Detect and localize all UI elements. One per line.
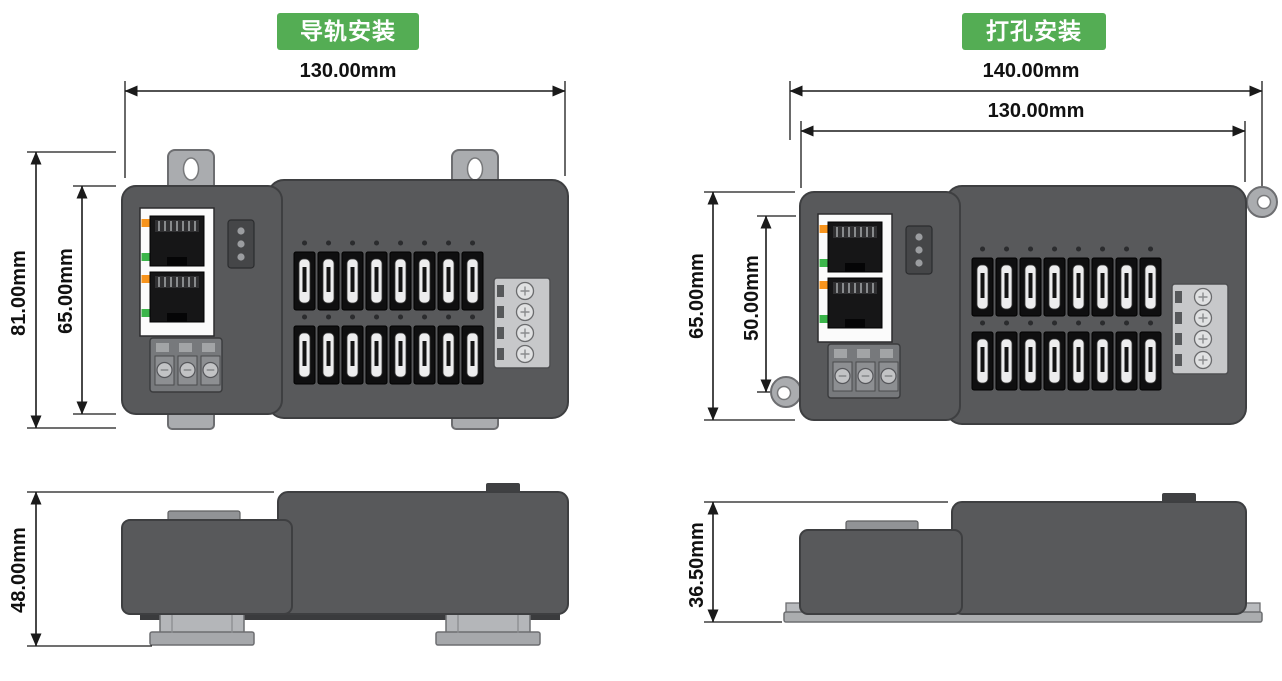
screw-mount-top-view — [770, 186, 1278, 424]
screw-body-width-label: 130.00mm — [987, 100, 1085, 122]
rail-outer-height-label: 81.00mm — [8, 250, 30, 336]
rail-side-height-dimension — [27, 491, 274, 647]
io-module-front — [122, 180, 568, 418]
screw-outer-width-label: 140.00mm — [982, 60, 1080, 82]
rail-mount-top-view — [122, 149, 568, 430]
rail-side-height-label: 48.00mm — [8, 527, 30, 613]
rail-mount-badge: 导轨安装 — [277, 13, 419, 50]
screw-side-height-label: 36.50mm — [686, 522, 708, 608]
rail-width-dimension — [124, 81, 566, 178]
screw-hole-spacing-label: 50.00mm — [741, 255, 763, 341]
screw-outer-height-label: 65.00mm — [686, 253, 708, 339]
screw-mount-side-view — [783, 493, 1263, 623]
screw-hole-spacing-dimension — [757, 215, 796, 393]
screw-body-width-dimension — [800, 121, 1246, 188]
io-module-front — [800, 186, 1246, 424]
dimension-lines — [27, 81, 1263, 647]
rail-outer-height-dimension — [27, 151, 116, 429]
rail-body-height-dimension — [73, 185, 116, 415]
din-rail-clip-left — [149, 612, 255, 646]
din-rail-clip-right — [435, 612, 541, 646]
screw-side-height-dimension — [704, 501, 948, 623]
screw-mount-badge: 打孔安装 — [962, 13, 1106, 50]
screw-outer-height-dimension — [704, 191, 795, 421]
rail-body-height-label: 65.00mm — [55, 248, 77, 334]
screw-outer-width-dimension — [789, 81, 1263, 186]
rail-mount-side-view — [121, 483, 569, 646]
rail-width-label: 130.00mm — [299, 60, 397, 82]
